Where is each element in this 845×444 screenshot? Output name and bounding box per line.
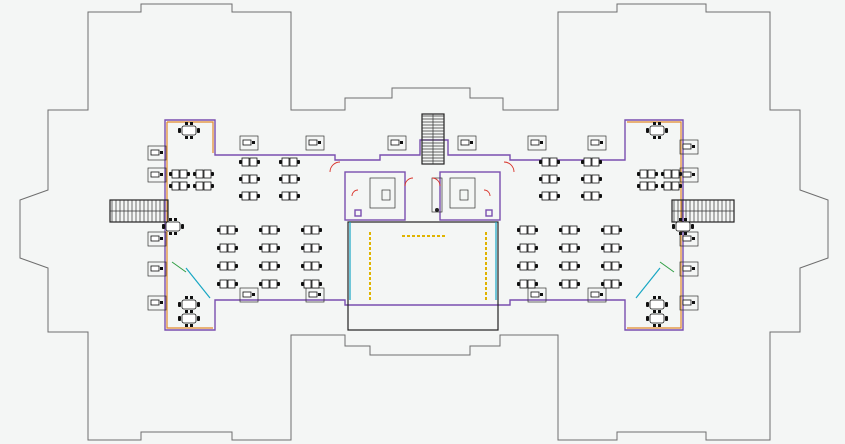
door-swing-icon: [404, 177, 414, 187]
workstation-cluster-icon: [239, 157, 260, 167]
workstation-cluster-icon: [301, 261, 322, 271]
round-table-icon: [178, 310, 200, 327]
office-room: [147, 231, 167, 247]
office-room: [387, 135, 407, 151]
workstation-cluster-icon: [637, 169, 658, 179]
office-room: [587, 135, 607, 151]
workstation-cluster-icon: [259, 261, 280, 271]
workstation-cluster-icon: [279, 191, 300, 201]
workstation-cluster-icon: [559, 225, 580, 235]
office-room: [147, 261, 167, 277]
door-swing-icon: [329, 161, 341, 173]
main-stair-icon: [421, 113, 445, 165]
office-room: [457, 135, 477, 151]
glazing-segment: [171, 261, 187, 273]
workstation-cluster-icon: [193, 169, 214, 179]
left-stair-icon: [109, 199, 169, 223]
door-swing-icon: [431, 177, 441, 187]
office-room: [527, 287, 547, 303]
meeting-tables: [162, 122, 694, 327]
office-room: [679, 261, 699, 277]
office-room: [305, 135, 325, 151]
corner-partition: [185, 267, 211, 299]
workstation-cluster-icon: [601, 279, 622, 289]
door-swing-icon: [483, 189, 491, 197]
workstation-cluster-icon: [559, 243, 580, 253]
workstation-cluster-icon: [581, 174, 602, 184]
workstation-cluster-icon: [601, 225, 622, 235]
workstation-cluster-icon: [581, 157, 602, 167]
workstation-cluster-icon: [559, 279, 580, 289]
workstation-cluster-icon: [239, 174, 260, 184]
workstation-cluster-icon: [517, 225, 538, 235]
door-swing-icon: [503, 161, 515, 173]
workstation-cluster-icon: [661, 181, 682, 191]
workstation-cluster-icon: [169, 181, 190, 191]
office-room: [679, 139, 699, 155]
workstation-cluster-icon: [259, 279, 280, 289]
office-room: [587, 287, 607, 303]
office-room: [679, 295, 699, 311]
core-toilet-icon: [431, 177, 443, 213]
glazing-segment: [659, 261, 675, 273]
workstation-cluster-icon: [259, 225, 280, 235]
workstation-cluster-icon: [279, 157, 300, 167]
round-table-icon: [672, 218, 694, 235]
office-room: [147, 145, 167, 161]
workstation-cluster-icon: [539, 157, 560, 167]
office-room: [239, 287, 259, 303]
office-floor-outline: [164, 119, 684, 331]
corner-partition: [635, 267, 661, 299]
workstation-cluster-icon: [217, 225, 238, 235]
workstation-cluster-icon: [539, 191, 560, 201]
round-table-icon: [162, 218, 184, 235]
office-room: [147, 295, 167, 311]
perimeter-offices: [147, 135, 699, 311]
workstation-cluster-icon: [517, 279, 538, 289]
workstation-cluster-icon: [217, 279, 238, 289]
round-table-icon: [178, 122, 200, 139]
workstation-clusters: [169, 157, 682, 289]
restroom-core-right: [439, 171, 501, 221]
workstation-cluster-icon: [637, 181, 658, 191]
workstation-cluster-icon: [301, 225, 322, 235]
door-swing-icon: [351, 189, 359, 197]
workstation-cluster-icon: [539, 174, 560, 184]
workstation-cluster-icon: [193, 181, 214, 191]
workstation-cluster-icon: [217, 261, 238, 271]
workstation-cluster-icon: [217, 243, 238, 253]
workstation-cluster-icon: [661, 169, 682, 179]
workstation-cluster-icon: [301, 279, 322, 289]
workstation-cluster-icon: [279, 174, 300, 184]
workstation-cluster-icon: [517, 261, 538, 271]
workstation-cluster-icon: [259, 243, 280, 253]
central-lobby: [347, 221, 499, 331]
office-room: [679, 231, 699, 247]
workstation-cluster-icon: [559, 261, 580, 271]
workstation-cluster-icon: [239, 191, 260, 201]
workstation-cluster-icon: [601, 261, 622, 271]
right-stair-icon: [671, 199, 735, 223]
workstation-cluster-icon: [301, 243, 322, 253]
round-table-icon: [646, 122, 668, 139]
restroom-core-left: [344, 171, 406, 221]
workstation-cluster-icon: [601, 243, 622, 253]
workstation-cluster-icon: [581, 191, 602, 201]
office-room: [527, 135, 547, 151]
workstation-cluster-icon: [517, 243, 538, 253]
round-table-icon: [646, 310, 668, 327]
workstation-cluster-icon: [169, 169, 190, 179]
office-room: [147, 167, 167, 183]
office-room: [239, 135, 259, 151]
